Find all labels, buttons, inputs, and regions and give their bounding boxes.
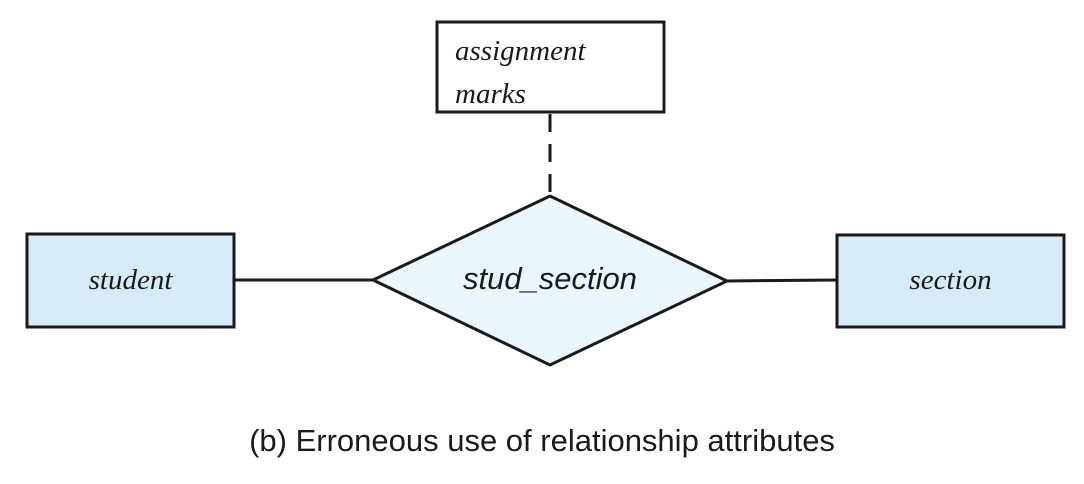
attribute-text-line-2: marks	[455, 78, 526, 110]
relationship-label: stud_section	[462, 261, 638, 296]
entity-student-label: student	[88, 264, 173, 296]
figure-caption: (b) Erroneous use of relationship attrib…	[249, 423, 835, 458]
attribute-box	[435, 20, 666, 114]
entity-section-box	[835, 233, 1066, 329]
entity-section-label: section	[909, 264, 992, 296]
attribute-text-line-1: assignment	[455, 35, 586, 67]
entity-student-box	[25, 232, 236, 329]
relationship-diamond	[369, 194, 731, 367]
connector-relationship-section	[726, 278, 838, 283]
